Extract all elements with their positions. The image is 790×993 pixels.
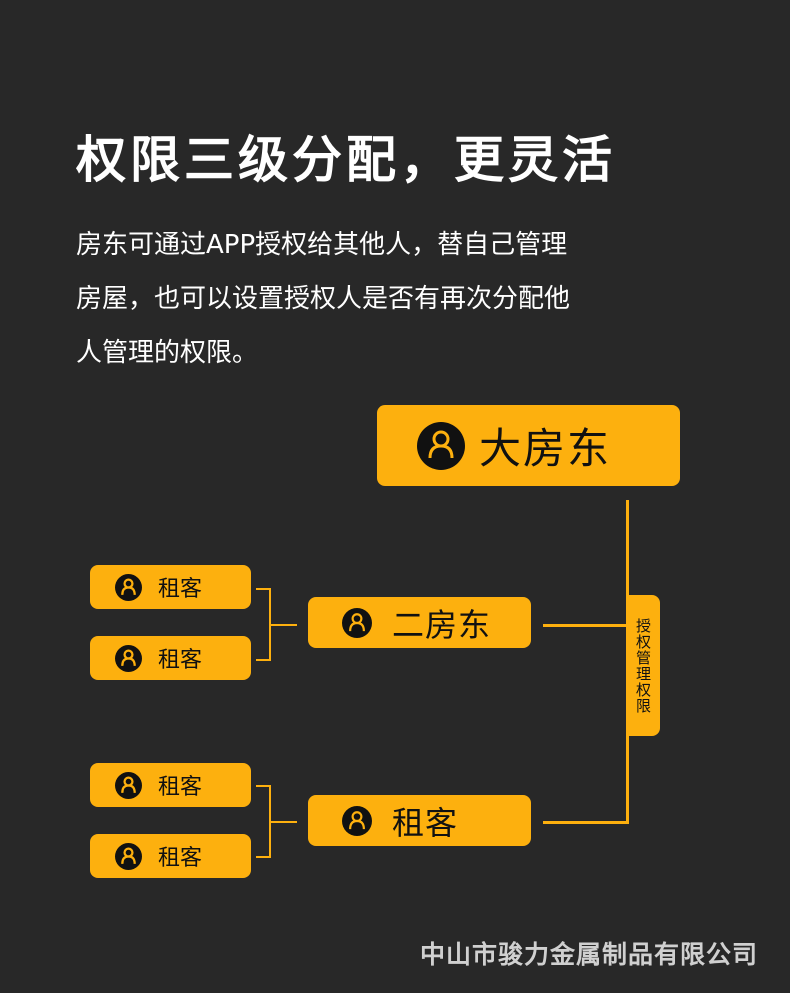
- node-tenant-leaf: 租客: [90, 636, 251, 680]
- node-label: 二房东: [392, 605, 492, 644]
- node-tenant-mid: 租客: [308, 795, 531, 846]
- user-icon: [115, 771, 142, 799]
- user-icon: [417, 421, 465, 470]
- company-name: 中山市骏力金属制品有限公司: [419, 940, 758, 969]
- node-tenant-leaf: 租客: [90, 565, 251, 609]
- bracket-bottom: [256, 856, 271, 858]
- description-line: 房屋，也可以设置授权人是否有再次分配他: [76, 284, 571, 314]
- node-sub-landlord: 二房东: [308, 597, 531, 648]
- node-label: 租客: [158, 846, 203, 871]
- bracket-top: [256, 588, 271, 590]
- node-label: 租客: [158, 775, 203, 800]
- node-top-landlord: 大房东: [377, 405, 680, 486]
- bracket-connector: [269, 624, 297, 626]
- node-label: 租客: [158, 648, 203, 673]
- user-icon: [115, 842, 142, 870]
- node-label: 租客: [158, 577, 203, 602]
- user-icon: [115, 573, 142, 601]
- connector-mid-2: [543, 821, 629, 824]
- bracket-top: [256, 785, 271, 787]
- node-tenant-leaf: 租客: [90, 834, 251, 878]
- bracket-connector: [269, 821, 297, 823]
- description-line: 房东可通过APP授权给其他人，替自己管理: [76, 230, 568, 260]
- user-icon: [342, 805, 372, 836]
- description-line: 人管理的权限。: [76, 338, 259, 368]
- bracket-bottom: [256, 659, 271, 661]
- user-icon: [342, 607, 372, 638]
- node-label: 租客: [392, 803, 459, 842]
- branch-label-tag: 授权管理权限: [627, 595, 660, 736]
- node-label: 大房东: [479, 424, 612, 473]
- description: 房东可通过APP授权给其他人，替自己管理 房屋，也可以设置授权人是否有再次分配他…: [76, 218, 666, 380]
- node-tenant-leaf: 租客: [90, 763, 251, 807]
- branch-label: 授权管理权限: [634, 617, 652, 714]
- connector-mid-1: [543, 624, 628, 627]
- page-title: 权限三级分配，更灵活: [76, 131, 616, 189]
- user-icon: [115, 644, 142, 672]
